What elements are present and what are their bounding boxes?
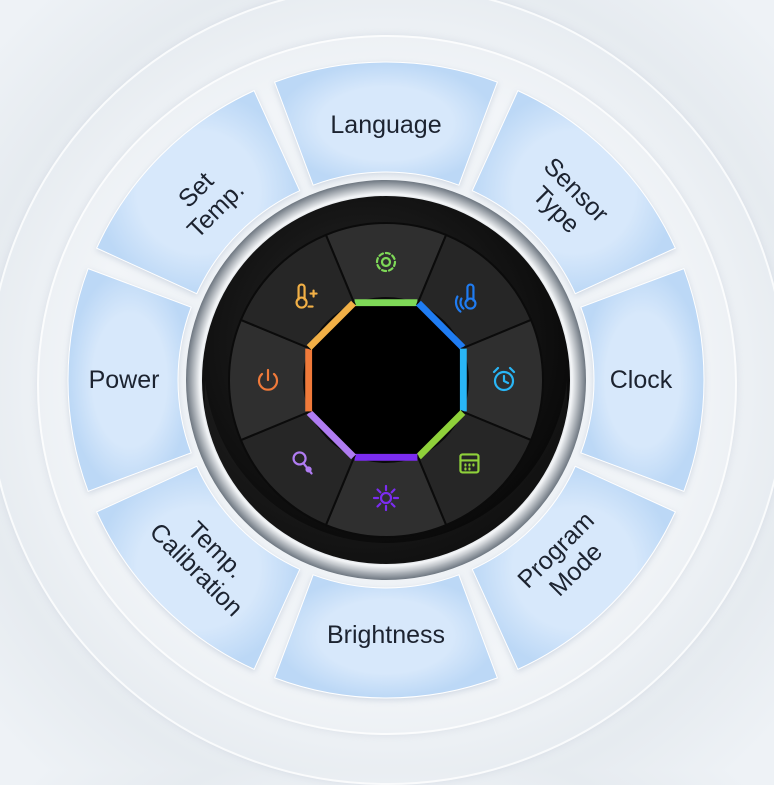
calibration-icon[interactable] xyxy=(292,451,313,475)
thermometer-sensor-icon[interactable] xyxy=(454,283,477,313)
gear-icon[interactable] xyxy=(375,251,397,273)
inner-segments xyxy=(228,222,544,538)
tile-program[interactable] xyxy=(471,465,677,671)
ripple-ring-middle xyxy=(37,35,737,735)
thermometer-adjust-icon[interactable] xyxy=(295,283,318,309)
tile-clock[interactable] xyxy=(580,267,705,493)
tile-settemp[interactable] xyxy=(95,89,301,295)
power-icon[interactable] xyxy=(257,368,279,391)
label-clock[interactable]: Clock xyxy=(609,366,673,394)
brightness-icon[interactable] xyxy=(372,484,400,512)
accent-edge-calibration xyxy=(306,407,359,460)
label-language[interactable]: Language xyxy=(330,111,442,139)
menu-tiles xyxy=(67,61,705,699)
accent-edge-sensor xyxy=(413,300,466,353)
label-brightness[interactable]: Brightness xyxy=(326,621,446,649)
calendar-icon[interactable] xyxy=(459,453,480,474)
face-gloss xyxy=(205,380,567,573)
label-power[interactable]: Power xyxy=(88,366,160,394)
accent-edge-program xyxy=(413,407,466,460)
tile-language[interactable] xyxy=(273,61,499,186)
tile-power[interactable] xyxy=(67,267,192,493)
tile-brightness[interactable] xyxy=(273,574,499,699)
tile-calibration[interactable] xyxy=(95,465,301,671)
alarm-clock-icon[interactable] xyxy=(492,366,516,392)
center-octagon xyxy=(312,306,460,454)
accent-edge-settemp xyxy=(306,300,359,353)
tile-sensor[interactable] xyxy=(471,89,677,295)
